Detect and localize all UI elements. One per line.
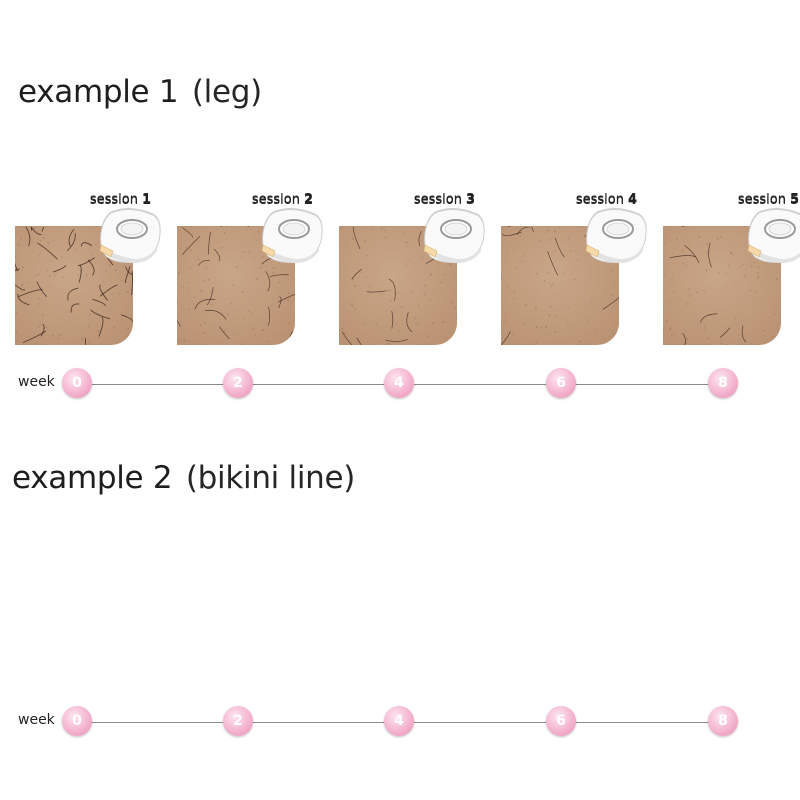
session-word: session [89, 192, 138, 207]
week-marker: 8 [708, 706, 738, 736]
week-label: week [18, 712, 55, 728]
example-1-timeline: week 0 2 4 6 8 [0, 364, 800, 404]
session-number: 2 [303, 193, 313, 208]
example-1-heading: example 1 (leg) [18, 74, 262, 110]
session-number: 3 [465, 193, 475, 208]
week-marker: 8 [708, 368, 738, 398]
example-2-area: (bikini line) [185, 460, 356, 496]
session-word: session [737, 193, 786, 208]
session-number: 4 [627, 192, 637, 207]
week-marker: 6 [546, 706, 576, 736]
ipl-device-icon [259, 207, 325, 265]
ipl-device-icon [97, 207, 163, 265]
ipl-device-icon [583, 207, 649, 265]
session-number: 2 [303, 192, 313, 207]
session-number: 1 [141, 193, 151, 208]
week-marker: 0 [62, 368, 92, 398]
session-number: 5 [789, 193, 799, 208]
session-word: session [413, 193, 462, 208]
example-2-timeline: week 0 2 4 6 8 [0, 702, 800, 742]
session-number: 5 [789, 192, 799, 207]
week-label: week [18, 374, 55, 390]
session-word: session [575, 193, 624, 208]
ipl-device-icon [745, 207, 800, 265]
session-word: session [89, 193, 138, 208]
example-1-area: (leg) [191, 74, 262, 110]
session-word: session [575, 192, 624, 207]
week-marker: 2 [223, 706, 253, 736]
week-marker: 2 [223, 368, 253, 398]
session-number: 1 [141, 192, 151, 207]
session-word: session [413, 192, 462, 207]
example-1-title: example 1 [18, 74, 179, 110]
example-2-title: example 2 [12, 460, 173, 496]
week-marker: 0 [62, 706, 92, 736]
session-word: session [251, 193, 300, 208]
week-marker: 4 [384, 368, 414, 398]
ipl-device-icon [421, 207, 487, 265]
session-word: session [737, 192, 786, 207]
session-number: 3 [465, 192, 475, 207]
session-number: 4 [627, 193, 637, 208]
example-2-heading: example 2 (bikini line) [12, 460, 355, 496]
week-marker: 4 [384, 706, 414, 736]
week-marker: 6 [546, 368, 576, 398]
session-word: session [251, 192, 300, 207]
